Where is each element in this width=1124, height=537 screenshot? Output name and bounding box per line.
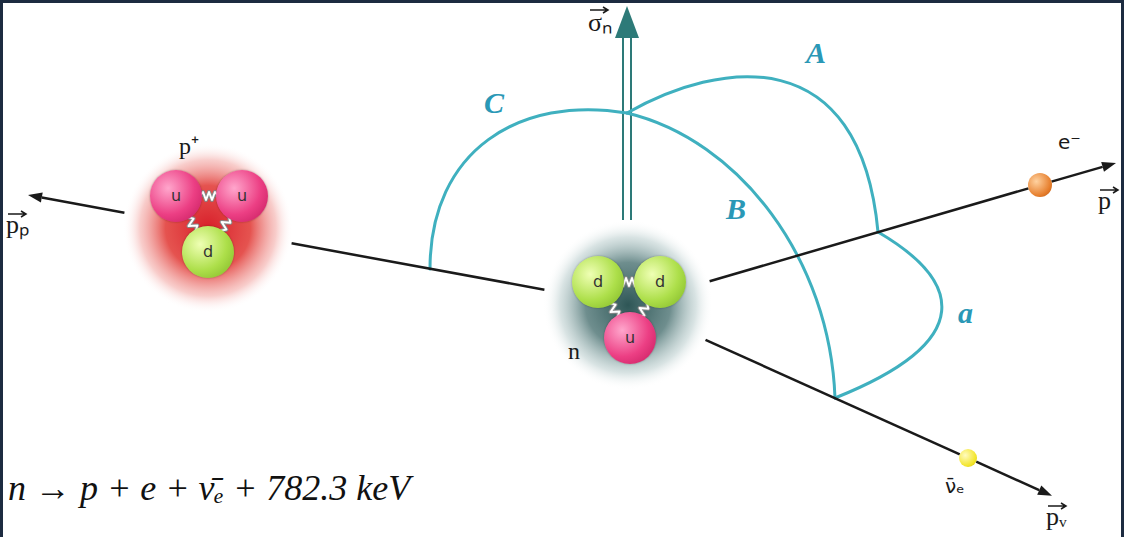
decay-equation: n → p + e + ν̄ₑ + 782.3 keV bbox=[8, 468, 410, 509]
angle-label: B bbox=[726, 192, 746, 227]
quark-letter: u bbox=[237, 188, 247, 204]
quark-letter: u bbox=[625, 330, 635, 346]
momentum-line bbox=[706, 340, 960, 454]
down-quark: d bbox=[572, 256, 624, 308]
quark-letter: d bbox=[203, 244, 213, 260]
angle-curves bbox=[430, 77, 942, 398]
momentum-arrows bbox=[28, 162, 1116, 496]
proton-glow bbox=[123, 143, 293, 313]
momentum-symbol: pₚ bbox=[6, 210, 29, 240]
down-quark: d bbox=[182, 226, 234, 278]
up-quark: u bbox=[150, 170, 202, 222]
momentum-line bbox=[292, 243, 545, 289]
particle-name: ν̄ₑ bbox=[945, 475, 965, 498]
up-quark: u bbox=[604, 312, 656, 364]
vector-marks bbox=[8, 7, 1118, 509]
momentum-symbol: p bbox=[1098, 186, 1111, 216]
angle-label: C bbox=[484, 86, 504, 121]
angle-label: A bbox=[806, 36, 826, 71]
quark-letter: d bbox=[655, 274, 665, 290]
spin-symbol: σₙ bbox=[588, 8, 612, 38]
particle-name: n bbox=[568, 338, 580, 366]
particle-name: e⁻ bbox=[1058, 131, 1081, 154]
angle-label: a bbox=[958, 296, 973, 331]
proton: p⁺uud bbox=[123, 143, 293, 313]
electron: e⁻ bbox=[1028, 173, 1052, 197]
down-quark: d bbox=[634, 256, 686, 308]
particle-name: p⁺ bbox=[179, 133, 199, 161]
antineutrino: ν̄ₑ bbox=[959, 449, 977, 467]
momentum-symbol: pᵥ bbox=[1046, 502, 1067, 532]
momentum-line bbox=[710, 188, 1029, 281]
up-quark: u bbox=[216, 170, 268, 222]
neutron: n d d u bbox=[543, 220, 713, 390]
quark-letter: d bbox=[593, 274, 603, 290]
neutron-glow bbox=[543, 220, 713, 390]
quark-letter: u bbox=[171, 188, 181, 204]
